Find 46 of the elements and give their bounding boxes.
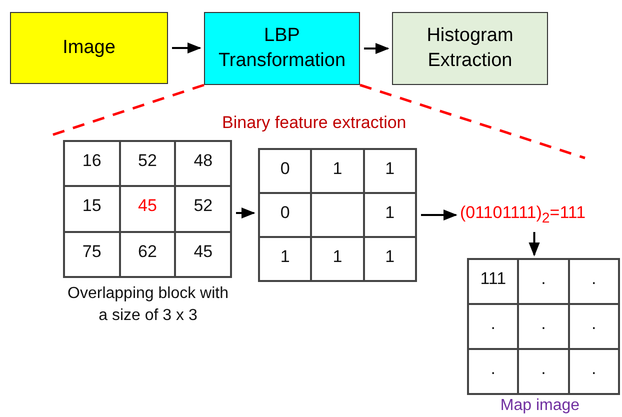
arrow	[236, 207, 256, 219]
table-cell: 1	[311, 237, 364, 281]
table-cell: .	[468, 349, 518, 394]
pixel-grid	[63, 140, 232, 278]
section-label: Binary feature extraction	[222, 113, 406, 133]
table-cell: .	[568, 304, 619, 349]
arrow	[364, 42, 390, 54]
table-cell: 52	[175, 186, 231, 232]
table-cell: 48	[175, 141, 231, 186]
table-cell: .	[518, 304, 569, 349]
process-box	[204, 12, 360, 85]
table-cell: .	[518, 349, 569, 394]
table-cell: 0	[259, 149, 312, 193]
table-cell: .	[568, 349, 619, 394]
table-cell: 1	[311, 149, 364, 193]
table-cell: .	[568, 259, 619, 304]
box-label: LBP Transformation	[217, 24, 347, 72]
node-label: Overlapping block with a size of 3 x 3	[66, 284, 230, 326]
process-box	[10, 12, 168, 84]
table-cell: 1	[259, 237, 312, 281]
table-cell: 45	[175, 232, 231, 277]
box-label: Histogram Extraction	[426, 24, 514, 72]
table-cell: 16	[64, 141, 120, 186]
binary-grid	[258, 148, 417, 282]
node-label: Map image	[499, 396, 581, 416]
dashed-zoom-line	[52, 84, 204, 136]
arrow	[421, 209, 458, 221]
table-cell: 0	[259, 193, 312, 237]
box-label: Image	[62, 36, 116, 60]
map-grid	[467, 258, 620, 395]
table-cell: .	[518, 259, 569, 304]
table-cell: 1	[364, 149, 416, 193]
table-cell: .	[468, 304, 518, 349]
table-cell: 111	[468, 259, 518, 304]
table-cell: 1	[364, 237, 416, 281]
table-cell: 52	[120, 141, 176, 186]
table-cell: 45	[120, 186, 176, 232]
binary-formula: (01101111)$_{2}$=111	[460, 201, 618, 229]
arrow	[172, 42, 202, 54]
table-cell: 62	[120, 232, 176, 277]
arrow	[528, 232, 540, 256]
table-cell: 15	[64, 186, 120, 232]
dashed-zoom-line	[360, 84, 586, 160]
table-cell: 75	[64, 232, 120, 277]
process-box	[392, 12, 548, 85]
table-cell: 1	[364, 193, 416, 237]
